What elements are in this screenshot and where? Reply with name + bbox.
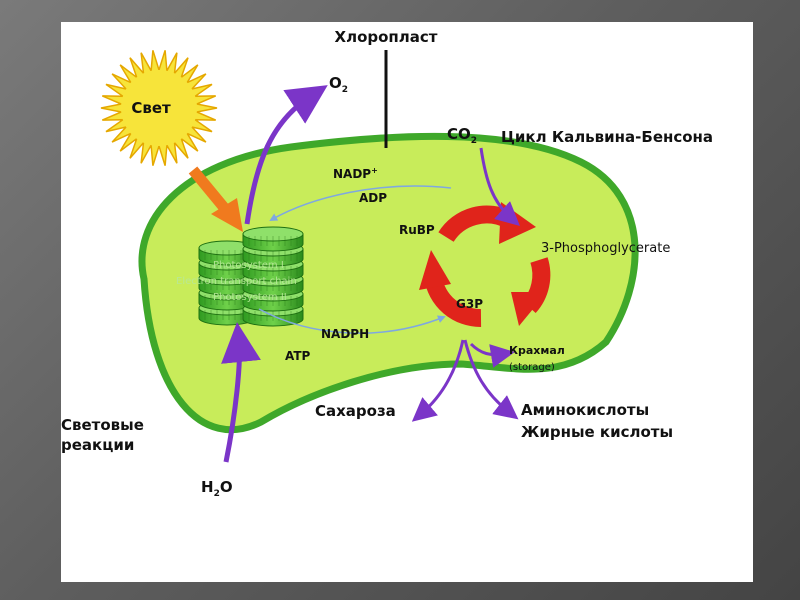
calvin-cycle-label: Цикл Кальвина-Бенсона bbox=[501, 128, 713, 146]
co2-arrow bbox=[479, 147, 520, 226]
sun-icon bbox=[100, 50, 218, 166]
starch-label: Крахмал bbox=[509, 344, 565, 357]
fatty-acids-label: Жирные кислоты bbox=[521, 423, 673, 441]
light-arrow bbox=[188, 166, 243, 232]
photosystem-1-label: Photosystem I bbox=[213, 260, 284, 271]
storage-label: (storage) bbox=[509, 362, 555, 373]
chloroplast-label: Хлоропласт bbox=[335, 28, 438, 46]
light-label: Свет bbox=[131, 99, 171, 117]
nadp-plus-label: NADP+ bbox=[333, 166, 378, 181]
photosystem-2-label: Photosystem II bbox=[213, 292, 287, 303]
o2-label: O2 bbox=[329, 74, 348, 95]
co2-label: CO2 bbox=[447, 125, 477, 146]
o2-arrow bbox=[244, 85, 328, 225]
light-reactions-label-line1: Световые bbox=[61, 416, 144, 434]
electron-chain-label: Electron transport chain bbox=[176, 276, 297, 287]
slide-canvas: Хлоропласт Свет O2 Photosystem I Electro… bbox=[61, 22, 753, 582]
sucrose-arrow bbox=[411, 339, 465, 422]
rubp-label: RuBP bbox=[399, 223, 435, 237]
thylakoid-stack-icon bbox=[198, 226, 304, 327]
photosynthesis-diagram: Хлоропласт Свет O2 Photosystem I Electro… bbox=[61, 28, 713, 499]
atp-label: ATP bbox=[285, 349, 311, 363]
h2o-arrow bbox=[221, 322, 261, 463]
starch-arrow bbox=[469, 342, 515, 368]
sucrose-label: Сахароза bbox=[315, 402, 396, 420]
adp-label: ADP bbox=[359, 191, 387, 205]
g3p-label: G3P bbox=[456, 297, 483, 311]
amino-acids-arrow bbox=[463, 339, 519, 420]
nadph-atp-arrow bbox=[258, 308, 446, 334]
nadph-label: NADPH bbox=[321, 327, 369, 341]
nadp-return-arrow bbox=[269, 185, 452, 221]
3-phosphoglycerate-label: 3-Phosphoglycerate bbox=[541, 241, 670, 256]
h2o-label: H2O bbox=[201, 478, 233, 499]
light-reactions-label-line2: реакции bbox=[61, 436, 134, 454]
amino-acids-label: Аминокислоты bbox=[521, 401, 649, 419]
